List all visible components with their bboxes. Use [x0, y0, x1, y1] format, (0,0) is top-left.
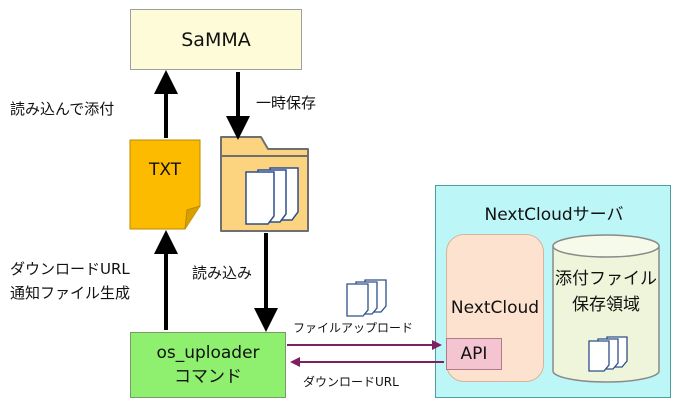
edge-label-download-notify-line2: 通知ファイル生成: [10, 284, 131, 302]
server-title: NextCloudサーバ: [484, 205, 624, 225]
edge-label-download-notify: ダウンロードURL 通知ファイル生成: [10, 257, 130, 305]
cylinder-icon: [552, 234, 660, 383]
edge-label-read-in: 読み込み: [192, 264, 253, 282]
storage-document-stack-icon: [588, 336, 628, 372]
txt-label: TXT: [148, 160, 182, 180]
edge-label-download-url: ダウンロードURL: [303, 375, 399, 389]
storage-label-line1: 添付ファイル: [555, 269, 657, 289]
samma-node: SaMMA: [130, 9, 302, 70]
edge-label-temp-save: 一時保存: [256, 94, 317, 112]
uploader-subtitle: コマンド: [174, 367, 242, 387]
storage-label: 添付ファイル 保存領域: [553, 266, 659, 318]
edge-label-file-upload: ファイルアップロード: [293, 321, 414, 335]
os-uploader-node: os_uploader コマンド: [130, 332, 286, 398]
upload-document-stack-icon: [346, 279, 387, 317]
document-stack-icon: [245, 167, 299, 225]
edge-label-download-notify-line1: ダウンロードURL: [10, 260, 130, 278]
txt-document-icon: [129, 139, 201, 230]
uploader-name: os_uploader: [156, 343, 260, 363]
storage-label-line2: 保存領域: [572, 295, 640, 315]
edge-label-read-attach: 読み込んで添付: [10, 100, 115, 118]
api-node: API: [446, 338, 502, 370]
